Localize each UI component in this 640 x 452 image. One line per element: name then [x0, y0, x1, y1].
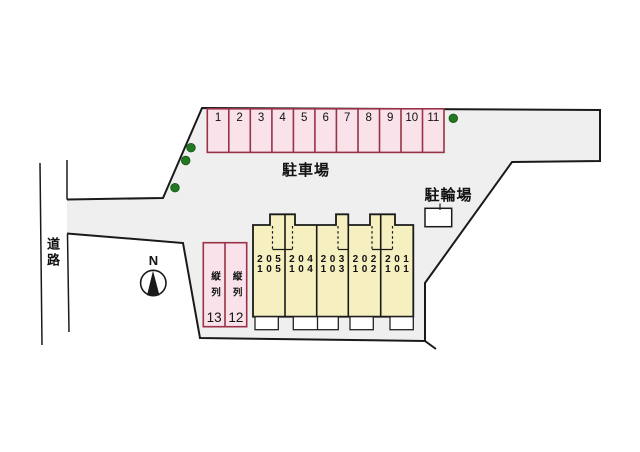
unit-label: 205 105	[254, 255, 285, 274]
bicycle-parking-label: 駐輪場	[424, 187, 473, 204]
unit-label: 202 102	[349, 255, 380, 274]
road-label: 道路	[45, 237, 60, 269]
parking-stall-number: 8	[365, 111, 372, 124]
bicycle-parking-box	[424, 203, 453, 228]
unit-lower-number: 103	[320, 263, 348, 275]
stairwells	[271, 226, 394, 251]
road-edge-left	[39, 162, 43, 346]
compass-icon	[139, 269, 167, 297]
unit-label: 203 103	[317, 255, 348, 274]
unit-upper-number: 204	[289, 254, 317, 265]
unit-lower-number: 102	[352, 263, 380, 275]
parking-stall-number: 3	[257, 111, 265, 124]
unit-upper-number: 202	[352, 254, 380, 265]
boundary-corner-spur	[424, 340, 437, 350]
parking-stall-number: 1	[214, 111, 222, 124]
parking-stall-number: 6	[322, 111, 329, 124]
parking-stall-number: 9	[386, 111, 394, 124]
unit-upper-number: 203	[320, 254, 348, 265]
tree-icon	[170, 182, 180, 193]
tree-icon	[180, 155, 191, 166]
tree-icons	[170, 113, 459, 193]
parking-stall-number: 10	[405, 111, 419, 124]
parking-stall-number: 5	[300, 111, 308, 124]
unit-lower-number: 105	[257, 263, 285, 275]
parking-stall-number: 11	[427, 111, 440, 124]
unit-label: 201 101	[382, 255, 413, 274]
tree-icon	[186, 142, 196, 153]
tree-icon	[448, 113, 459, 124]
tandem-stall-number: 12	[228, 310, 244, 325]
unit-upper-number: 201	[385, 254, 413, 265]
unit-label: 204 104	[286, 255, 317, 274]
parking-stall-number: 7	[343, 111, 351, 124]
tandem-stall-label: 縦列	[230, 271, 242, 303]
property-boundary	[66, 106, 601, 343]
unit-upper-number: 205	[257, 254, 285, 265]
unit-lower-number: 101	[385, 263, 413, 275]
road-edge-right-lower	[66, 233, 70, 333]
tandem-stall-label: 縦列	[208, 271, 220, 303]
entrance-porches	[254, 316, 414, 331]
parking-stall-number: 2	[236, 111, 243, 124]
compass-north-label: N	[148, 253, 159, 268]
unit-dividers	[284, 214, 382, 317]
tandem-parking	[202, 241, 248, 328]
parking-row	[206, 108, 445, 154]
parking-stall-number: 4	[279, 111, 286, 124]
unit-lower-number: 104	[289, 263, 317, 275]
tandem-stall-number: 13	[206, 310, 222, 325]
parking-lot-label: 駐車場	[281, 162, 331, 179]
